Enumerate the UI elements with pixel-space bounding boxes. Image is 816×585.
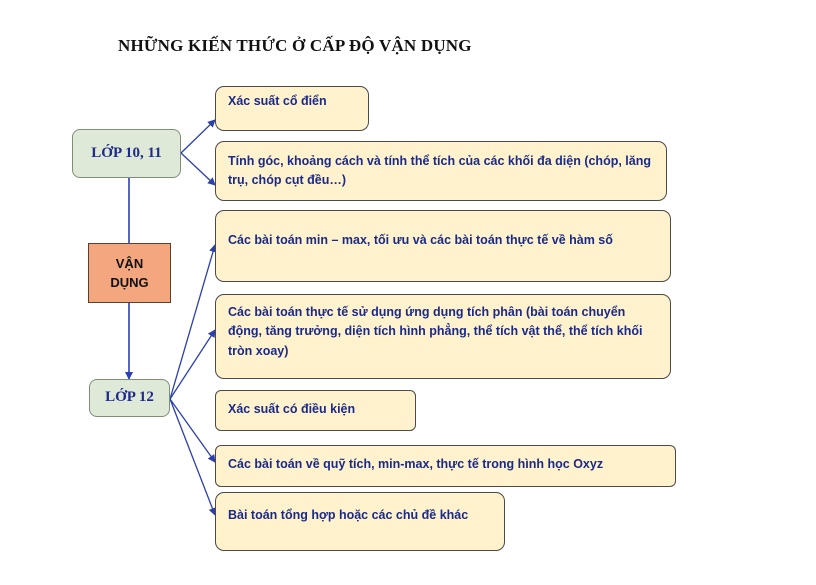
- topic-text: Xác suất có điều kiện: [228, 402, 356, 416]
- topic-text: Các bài toán min – max, tối ưu và các bà…: [228, 233, 613, 247]
- topic-box: Các bài toán về quỹ tích, min-max, thực …: [215, 445, 676, 487]
- arrow-grade-12-topic-5: [169, 398, 217, 516]
- topic-box: Tính góc, khoảng cách và tính thể tích c…: [215, 141, 667, 201]
- arrow-grade-10-11-topic-2: [180, 152, 216, 186]
- topic-text: Bài toán tổng hợp hoặc các chủ đề khác: [228, 508, 469, 522]
- topic-text: Tính góc, khoảng cách và tính thể tích c…: [228, 154, 651, 188]
- topic-text: Xác suất cổ điển: [228, 94, 327, 108]
- center-node-van-dung: VẬN DỤNG: [88, 243, 171, 303]
- topic-text: Các bài toán thực tế sử dụng ứng dụng tí…: [228, 305, 643, 358]
- center-label-line-2: DỤNG: [110, 275, 149, 290]
- grade-10-11-label: LỚP 10, 11: [91, 144, 162, 161]
- arrow-grade-12-topic-4: [169, 398, 216, 463]
- topic-box: Bài toán tổng hợp hoặc các chủ đề khác: [215, 492, 505, 551]
- arrow-grade-12-topic-2: [169, 329, 216, 400]
- center-label-line-1: VẬN: [115, 255, 144, 271]
- arrow-grade-10-11-topic-1: [180, 119, 216, 154]
- topic-box: Xác suất cổ điển: [215, 86, 369, 131]
- topic-text: Các bài toán về quỹ tích, min-max, thực …: [228, 457, 604, 471]
- grade-12-label: LỚP 12: [105, 389, 154, 406]
- topic-box: Các bài toán min – max, tối ưu và các bà…: [215, 210, 671, 282]
- topic-box: Các bài toán thực tế sử dụng ứng dụng tí…: [215, 294, 671, 379]
- topic-box: Xác suất có điều kiện: [215, 390, 416, 431]
- grade-12-node: LỚP 12: [89, 379, 170, 417]
- page-title: NHỮNG KIẾN THỨC Ở CẤP ĐỘ VẬN DỤNG: [118, 36, 472, 55]
- grade-10-11-node: LỚP 10, 11: [72, 129, 181, 178]
- arrow-grade-12-topic-1: [169, 244, 217, 400]
